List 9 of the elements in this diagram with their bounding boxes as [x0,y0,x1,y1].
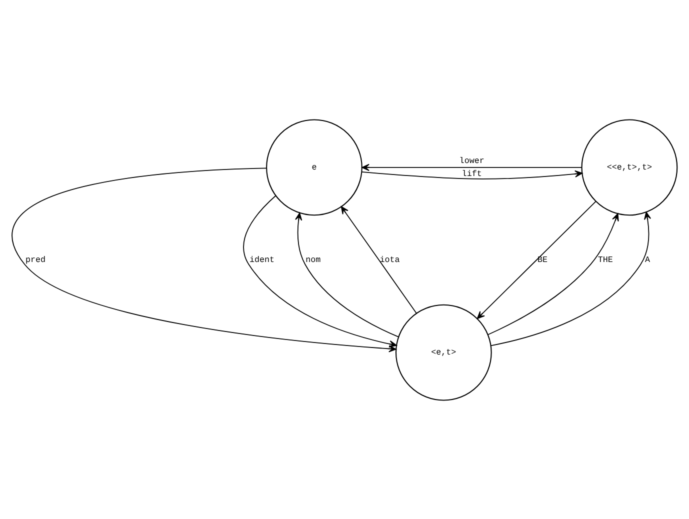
edge-label: lift [462,168,482,179]
edge-label: pred [26,254,46,265]
edge-label: ident [250,254,275,265]
edge-label: BE [537,254,548,265]
edge-label: A [645,254,650,265]
edge-label: nom [306,254,321,265]
edge-label: lower [459,155,484,166]
edge-label: THE [598,254,613,265]
edge-label: iota [380,254,400,265]
